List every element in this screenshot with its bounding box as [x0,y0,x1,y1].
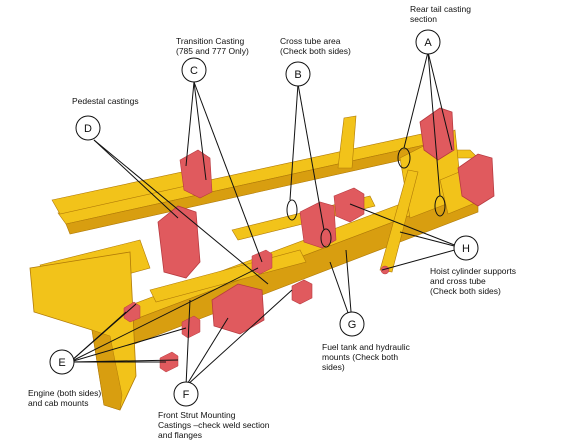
cab-mount [159,351,179,373]
callout-g: G [339,311,365,337]
leader-f-1 [185,299,191,387]
callout-c: C [181,57,207,83]
callout-b-letter: B [294,69,301,81]
callout-c-label: Transition Casting(785 and 777 Only) [176,36,249,56]
label-line: Transition Casting [176,36,245,46]
callout-circles: A B C D E F G H [49,29,479,407]
label-line: and cross tube [430,276,486,286]
callout-h: H [453,235,479,261]
engine-mount-rear [181,315,201,339]
leader-e-6 [69,359,179,363]
hoist-cylinders [337,115,419,275]
callout-a: A [415,29,441,55]
leader-c-3 [193,81,263,263]
label-line: Engine (both sides) [28,388,102,398]
callout-g-letter: G [348,319,357,331]
leader-d-1 [93,139,179,219]
front-strut-casting [211,283,265,335]
leader-a-1 [403,51,429,149]
cross-tube-casting-b [333,187,365,223]
callout-e: E [49,349,75,375]
leader-e-5 [69,267,259,363]
callout-e-letter: E [58,357,65,369]
rear-tail-casting-lower [457,153,495,207]
leader-lines [69,51,463,387]
leader-c-1 [185,81,195,167]
label-line: Castings –check weld section [158,420,270,430]
rear-tail-casting-upper [419,107,455,161]
callout-b-label: Cross tube area(Check both sides) [280,36,351,56]
callout-h-letter: H [462,243,470,255]
label-line: and flanges [158,430,202,440]
label-line: sides) [322,362,345,372]
leader-h-2 [399,231,463,249]
label-line: (Check both sides) [430,286,501,296]
leader-a-3 [427,51,453,151]
hoist-cylinder-mount [380,265,390,275]
label-line: Cross tube area [280,36,341,46]
label-line: Rear tail casting [410,4,471,14]
callout-e-label: Engine (both sides)and cab mounts [28,388,101,408]
leader-h-3 [381,247,463,271]
label-line: Fuel tank and hydraulic [322,342,410,352]
engine-mount-front [123,301,141,323]
leader-e-2 [69,303,137,363]
leader-e-3 [69,327,187,363]
leader-f-3 [185,289,293,387]
callout-b: B [285,61,311,87]
label-line: (Check both sides) [280,46,351,56]
callout-d-label: Pedestal castings [72,96,139,106]
callout-a-letter: A [424,37,432,49]
leader-d-2 [93,139,269,285]
hoist-cylinder-rear [337,115,357,169]
cross-tube-casting-a [299,201,337,249]
pedestal-casting [157,205,201,279]
callout-c-letter: C [190,65,198,77]
leader-b-1 [289,83,299,201]
label-line: (785 and 777 Only) [176,46,249,56]
highlighted-castings [123,107,495,373]
leader-h-1 [349,203,463,249]
label-line: section [410,14,437,24]
callout-f: F [173,381,199,407]
label-line: Hoist cylinder supports [430,266,516,276]
leader-f-2 [185,317,229,387]
callout-f-letter: F [183,389,190,401]
leader-b-2 [297,83,325,231]
label-line: Pedestal castings [72,96,139,106]
label-line: Front Strut Mounting [158,410,236,420]
fuel-tank-mount [291,279,313,305]
callout-d-letter: D [84,123,92,135]
callout-d: D [75,115,101,141]
label-line: and cab mounts [28,398,89,408]
front-nose-face [91,329,123,411]
ellipse-b-right [320,228,332,248]
leader-a-2 [427,51,441,197]
label-line: mounts (Check both [322,352,399,362]
leader-c-2 [193,81,207,181]
ellipse-b-left [286,199,298,221]
